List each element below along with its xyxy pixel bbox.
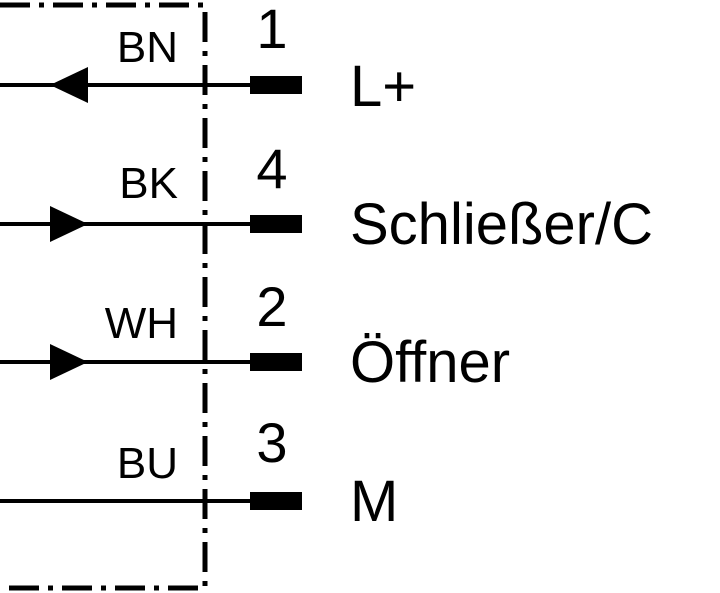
pin-terminal-2 [250,353,302,371]
pin-number: 1 [256,0,287,60]
signal-label: L+ [350,54,416,119]
wire-color-code: WH [105,299,178,348]
pin-number: 2 [256,275,287,338]
pin-terminal-1 [250,76,302,94]
arrow-in-icon [50,206,88,242]
device-boundary [0,2,208,591]
pin-number: 3 [256,411,287,474]
arrow-out-icon [50,67,88,103]
signal-label: Öffner [350,330,510,395]
signal-label: Schließer/C [350,192,653,257]
signal-label: M [350,469,398,534]
wire-color-code: BN [117,23,178,72]
wire-color-code: BK [119,159,178,208]
pin-terminal-4 [250,215,302,233]
connection-row-4: BU 3 M [0,411,398,534]
connection-row-2: BK 4 Schließer/C [0,137,653,257]
pin-terminal-3 [250,492,302,510]
pin-number: 4 [256,137,287,200]
wire-color-code: BU [117,439,178,488]
arrow-in-icon [50,344,88,380]
connection-row-3: WH 2 Öffner [0,275,510,395]
connection-row-1: BN 1 L+ [0,0,416,119]
